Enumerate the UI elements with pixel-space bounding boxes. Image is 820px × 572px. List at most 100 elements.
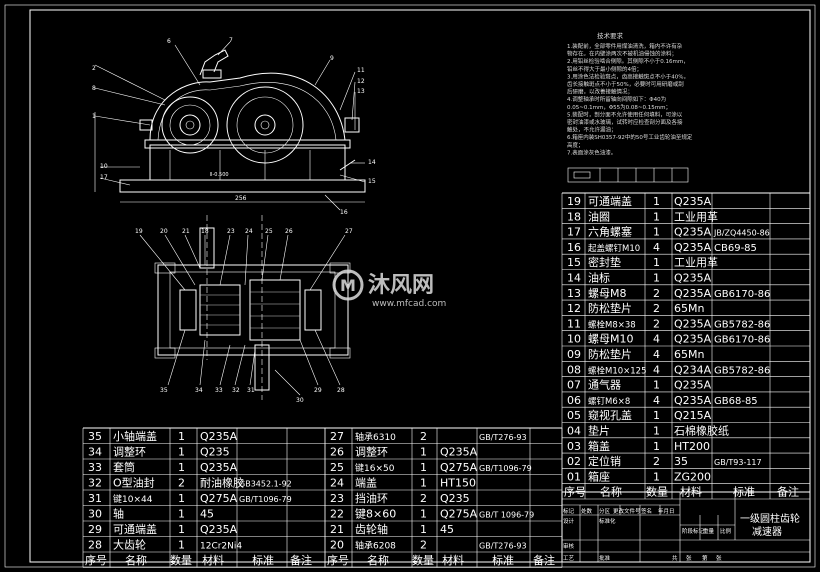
top-view-labels: 19 20 21 18 23 24 25 26 27 35 34 33 32 3…	[135, 228, 353, 404]
label-31: 31	[247, 387, 255, 394]
bom-row-material: 65Mn	[674, 348, 704, 361]
label-25: 25	[265, 228, 273, 235]
tb-count: 处数	[581, 507, 593, 515]
label-2: 2	[92, 65, 96, 72]
bom-row-standard: JB/ZQ4450-86	[713, 229, 770, 238]
bom-left-header-standard: 标准	[252, 553, 274, 567]
label-28: 28	[337, 387, 345, 394]
bom-left-row-name: 轴	[113, 507, 124, 521]
bom-row-material: 65Mn	[674, 302, 704, 315]
bom-row-no: 13	[567, 287, 581, 300]
tech-note-line: 触处，不允许漏油；	[567, 126, 617, 134]
label-34: 34	[195, 387, 203, 394]
bom-row-standard: GB5782-86	[714, 365, 770, 376]
bom-left-row-name: 调整环	[113, 445, 146, 459]
bom-mid-row-name: 键8×60	[355, 507, 396, 521]
bom-row-name: 可通端盖	[588, 194, 632, 208]
bom-mid-row-qty: 2	[420, 492, 427, 505]
bom-row-material: Q235A	[674, 287, 712, 300]
bom-row-name: 六角螺塞	[588, 225, 632, 239]
bom-row-name: 箱盖	[588, 439, 610, 453]
bom-row-material: 35	[674, 455, 688, 468]
bom-left-row-no: 34	[88, 446, 102, 459]
svg-text:256: 256	[235, 195, 247, 202]
bom-mid-row-standard: GB/T1096-79	[479, 464, 532, 473]
bom-row-no: 03	[567, 440, 581, 453]
tech-notes: 技术要求 1.装配前，全部零件用煤油清洗，箱内不许有杂物存在。在内壁涂两次不被机…	[567, 31, 693, 183]
label-32: 32	[232, 387, 240, 394]
label-33: 33	[215, 387, 223, 394]
bom-mid-row-no: 23	[330, 492, 344, 505]
watermark: M 沐风网 www.mfcad.com	[332, 269, 446, 309]
bom-left-row-material: Q235	[200, 446, 230, 459]
label-9: 9	[330, 55, 334, 62]
tb-design: 设计	[563, 517, 575, 525]
bom-mid-row-no: 27	[330, 430, 344, 443]
svg-text:Ⅱ-0.500: Ⅱ-0.500	[210, 172, 229, 178]
bom-row-no: 06	[567, 394, 581, 407]
bom-row-no: 09	[567, 348, 581, 361]
label-17: 17	[100, 174, 108, 181]
bom-mid-row-material: HT150	[440, 477, 476, 490]
bom-mid-row-standard: GB/T276-93	[479, 542, 527, 551]
tb-review: 审核	[563, 542, 575, 550]
tech-note-line: 物存在。在内壁涂两次不被机油侵蚀的涂料；	[567, 50, 677, 58]
bom-row-no: 18	[567, 210, 581, 223]
tech-note-line: 密封油漆或水玻璃，试转时应检查剖分面及各接	[567, 118, 683, 126]
bom-left-row-no: 29	[88, 523, 102, 536]
bom-row-name: 油标	[588, 271, 610, 285]
bom-row-material: ZG200	[674, 470, 711, 483]
bom-left-header-no: 序号	[85, 553, 107, 567]
bom-row-material: Q235A	[674, 241, 712, 254]
bom-row-name: 窥视孔盖	[588, 408, 632, 422]
tech-note-line: 7.表面涂灰色油漆。	[567, 148, 616, 156]
bom-mid-row-standard: GB/T276-93	[479, 433, 527, 442]
bom-left-header-material: 材料	[202, 553, 224, 567]
bom-row-no: 07	[567, 379, 581, 392]
bom-mid-header-no: 序号	[327, 553, 349, 567]
label-16: 16	[340, 209, 348, 216]
bom-row-qty: 2	[653, 302, 660, 315]
bom-left-row-qty: 1	[178, 461, 185, 474]
bom-row-name: 螺栓M10×125	[588, 365, 647, 376]
outer-border	[4, 4, 816, 568]
bom-left-row-no: 35	[88, 430, 102, 443]
bom-row-no: 16	[567, 241, 581, 254]
watermark-url: www.mfcad.com	[372, 299, 446, 309]
tb-sheet-total: 共	[672, 554, 678, 562]
bom-left-row-standard: GB3452.1-92	[239, 480, 292, 489]
bom-row-material: 石棉橡胶纸	[674, 424, 729, 438]
tech-note-line: 6.箱座内装SH0357-92中的50号工业齿轮油至规定	[567, 133, 693, 141]
label-6: 6	[167, 38, 171, 45]
bom-mid-header-standard: 标准	[492, 553, 514, 567]
bom-left-row-name: 可通端盖	[113, 522, 157, 536]
tb-change: 更改文件号	[613, 507, 641, 515]
tech-note-line: 0.05~0.1mm，Φ55为0.08~0.15mm；	[567, 103, 671, 111]
bom-left-row-qty: 1	[178, 492, 185, 505]
top-view	[139, 215, 351, 400]
bom-row-standard: CB69-85	[714, 243, 757, 254]
bom-row-qty: 2	[653, 287, 660, 300]
bom-left-header-qty: 数量	[170, 554, 192, 567]
tech-note-line: 1.装配前，全部零件用煤油清洗，箱内不许有杂	[567, 42, 683, 50]
bom-mid-row-no: 20	[330, 539, 344, 552]
label-8: 8	[92, 85, 96, 92]
tech-note-line: 后研磨，以改善接触情况；	[567, 88, 633, 96]
svg-text:M: M	[340, 276, 356, 295]
tech-note-line: 3.用涂色法检验斑点，齿高接触斑点不小于40%，	[567, 72, 689, 80]
bom-row-name: 油圈	[588, 209, 610, 223]
bom-row-material: 工业用革	[674, 255, 718, 269]
bom-mid-row-qty: 1	[420, 446, 427, 459]
bom-row-qty: 1	[653, 210, 660, 223]
bom-row-material: Q215A	[674, 409, 712, 422]
bom-row-material: Q234A	[674, 363, 712, 376]
label-26: 26	[285, 228, 293, 235]
bom-mid-row-name: 挡油环	[355, 491, 388, 505]
bom-left-row-name: 大齿轮	[113, 538, 146, 552]
bom-row-no: 14	[567, 272, 581, 285]
tech-note-line: 5.装配时，剖分面不允许使用任何填料，可涂以	[567, 110, 683, 118]
bom-mid-row-standard: GB/T 1096-79	[479, 511, 534, 520]
label-24: 24	[245, 228, 253, 235]
bom-mid-header-name: 名称	[367, 553, 389, 567]
bom-left-header-name: 名称	[125, 553, 147, 567]
